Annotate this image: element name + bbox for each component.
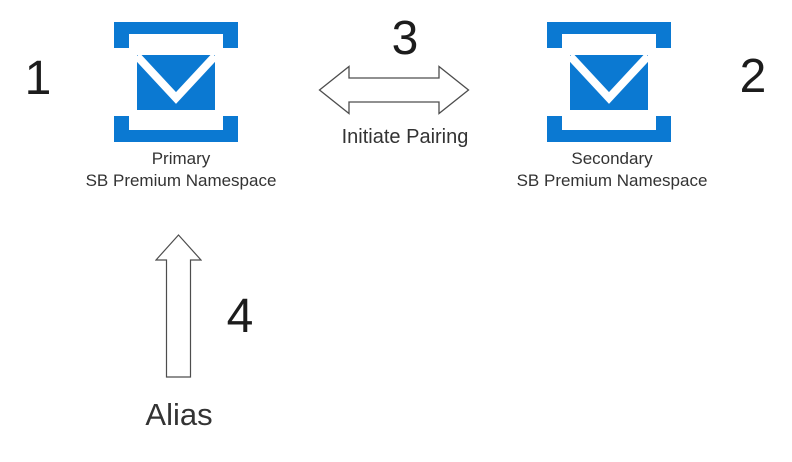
envelope-flap: [137, 55, 215, 104]
bracket-bottom: [547, 116, 671, 142]
step-1-number: 1: [24, 52, 52, 105]
bracket-bottom: [114, 116, 238, 142]
alias-label: Alias: [145, 397, 213, 432]
secondary-title: Secondary: [571, 149, 653, 168]
initiate-pairing-label: Initiate Pairing: [341, 126, 469, 148]
secondary-subtitle: SB Premium Namespace: [516, 171, 708, 190]
pairing-arrow-shape: [318, 65, 470, 115]
up-arrow-icon: [155, 234, 202, 378]
secondary-namespace-label: Secondary SB Premium Namespace: [462, 148, 762, 192]
primary-title: Primary: [151, 149, 211, 168]
primary-subtitle: SB Premium Namespace: [85, 171, 277, 190]
bracket-top: [547, 22, 671, 48]
service-bus-namespace-icon: [547, 22, 671, 142]
step-4-number: 4: [226, 290, 254, 343]
bracket-top: [114, 22, 238, 48]
primary-namespace-label: Primary SB Premium Namespace: [31, 148, 331, 192]
service-bus-namespace-icon: [114, 22, 238, 142]
step-3-number: 3: [391, 12, 419, 65]
step-2-number: 2: [739, 50, 767, 103]
envelope-flap: [570, 55, 648, 104]
double-headed-arrow-icon: [318, 65, 470, 115]
alias-arrow-shape: [155, 234, 202, 378]
